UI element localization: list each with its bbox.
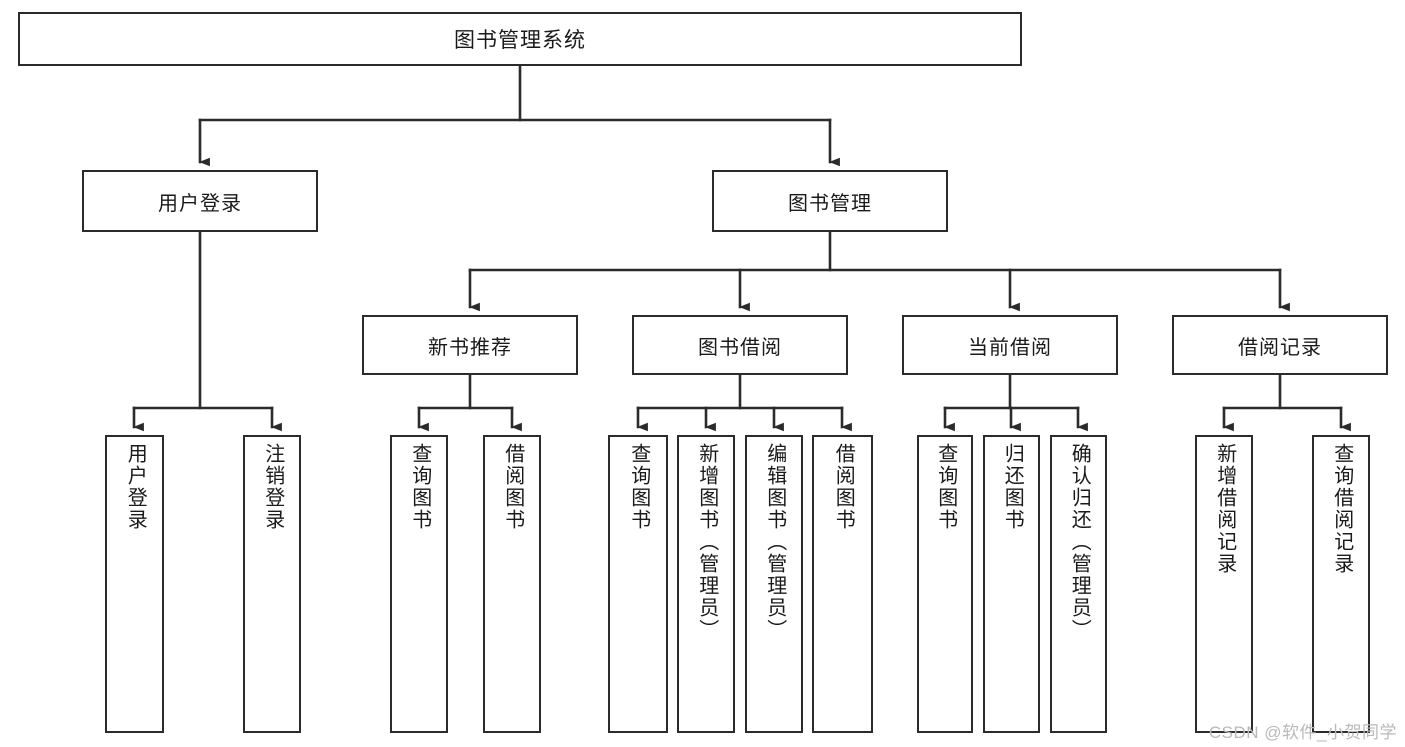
node-leaf-borrow-books-recommendation[interactable]: 借阅图书: [483, 435, 541, 733]
node-label: 新增图书（管理员）: [695, 443, 718, 641]
csdn-watermark: CSDN @软件_小贺同学: [1208, 723, 1397, 742]
node-label: 查询借阅记录: [1330, 443, 1353, 575]
node-leaf-user-login[interactable]: 用户登录: [105, 435, 164, 733]
node-leaf-add-borrowing-record[interactable]: 新增借阅记录: [1195, 435, 1253, 733]
node-level2-user-login[interactable]: 用户登录: [82, 170, 318, 232]
node-label: 查询图书: [627, 443, 650, 531]
node-label: 借阅记录: [1238, 336, 1322, 359]
node-label: 编辑图书（管理员）: [763, 443, 786, 641]
node-label: 查询图书: [934, 443, 957, 531]
node-leaf-query-books-recommendation[interactable]: 查询图书: [390, 435, 448, 733]
node-level3-borrowing-records[interactable]: 借阅记录: [1172, 315, 1388, 375]
node-label: 查询图书: [408, 443, 431, 531]
node-leaf-borrow-books[interactable]: 借阅图书: [812, 435, 873, 733]
node-label: 借阅图书: [832, 443, 855, 531]
node-level3-book-borrowing[interactable]: 图书借阅: [632, 315, 848, 375]
node-leaf-confirm-return-admin[interactable]: 确认归还（管理员）: [1050, 435, 1107, 733]
node-label: 归还图书: [1001, 443, 1024, 531]
node-level3-new-book-recommendation[interactable]: 新书推荐: [362, 315, 578, 375]
node-label: 用户登录: [158, 192, 242, 215]
node-label: 借阅图书: [501, 443, 524, 531]
node-label: 确认归还（管理员）: [1068, 443, 1091, 641]
node-level3-current-borrowing[interactable]: 当前借阅: [902, 315, 1118, 375]
node-label: 新增借阅记录: [1213, 443, 1236, 575]
node-leaf-logout[interactable]: 注销登录: [243, 435, 301, 733]
node-label: 图书管理: [788, 192, 872, 215]
node-label: 新书推荐: [428, 336, 512, 359]
node-label: 当前借阅: [968, 336, 1052, 359]
node-leaf-query-books-current[interactable]: 查询图书: [917, 435, 973, 733]
node-leaf-query-books-borrowing[interactable]: 查询图书: [608, 435, 668, 733]
node-label: 注销登录: [261, 443, 284, 531]
node-label: 图书借阅: [698, 336, 782, 359]
node-root-system[interactable]: 图书管理系统: [18, 12, 1022, 66]
node-label: 图书管理系统: [454, 29, 586, 52]
node-label: 用户登录: [124, 443, 147, 531]
node-level2-book-management[interactable]: 图书管理: [712, 170, 948, 232]
node-leaf-return-books[interactable]: 归还图书: [983, 435, 1040, 733]
node-leaf-add-book-admin[interactable]: 新增图书（管理员）: [677, 435, 735, 733]
node-leaf-edit-book-admin[interactable]: 编辑图书（管理员）: [745, 435, 803, 733]
node-leaf-query-borrowing-record[interactable]: 查询借阅记录: [1312, 435, 1370, 733]
